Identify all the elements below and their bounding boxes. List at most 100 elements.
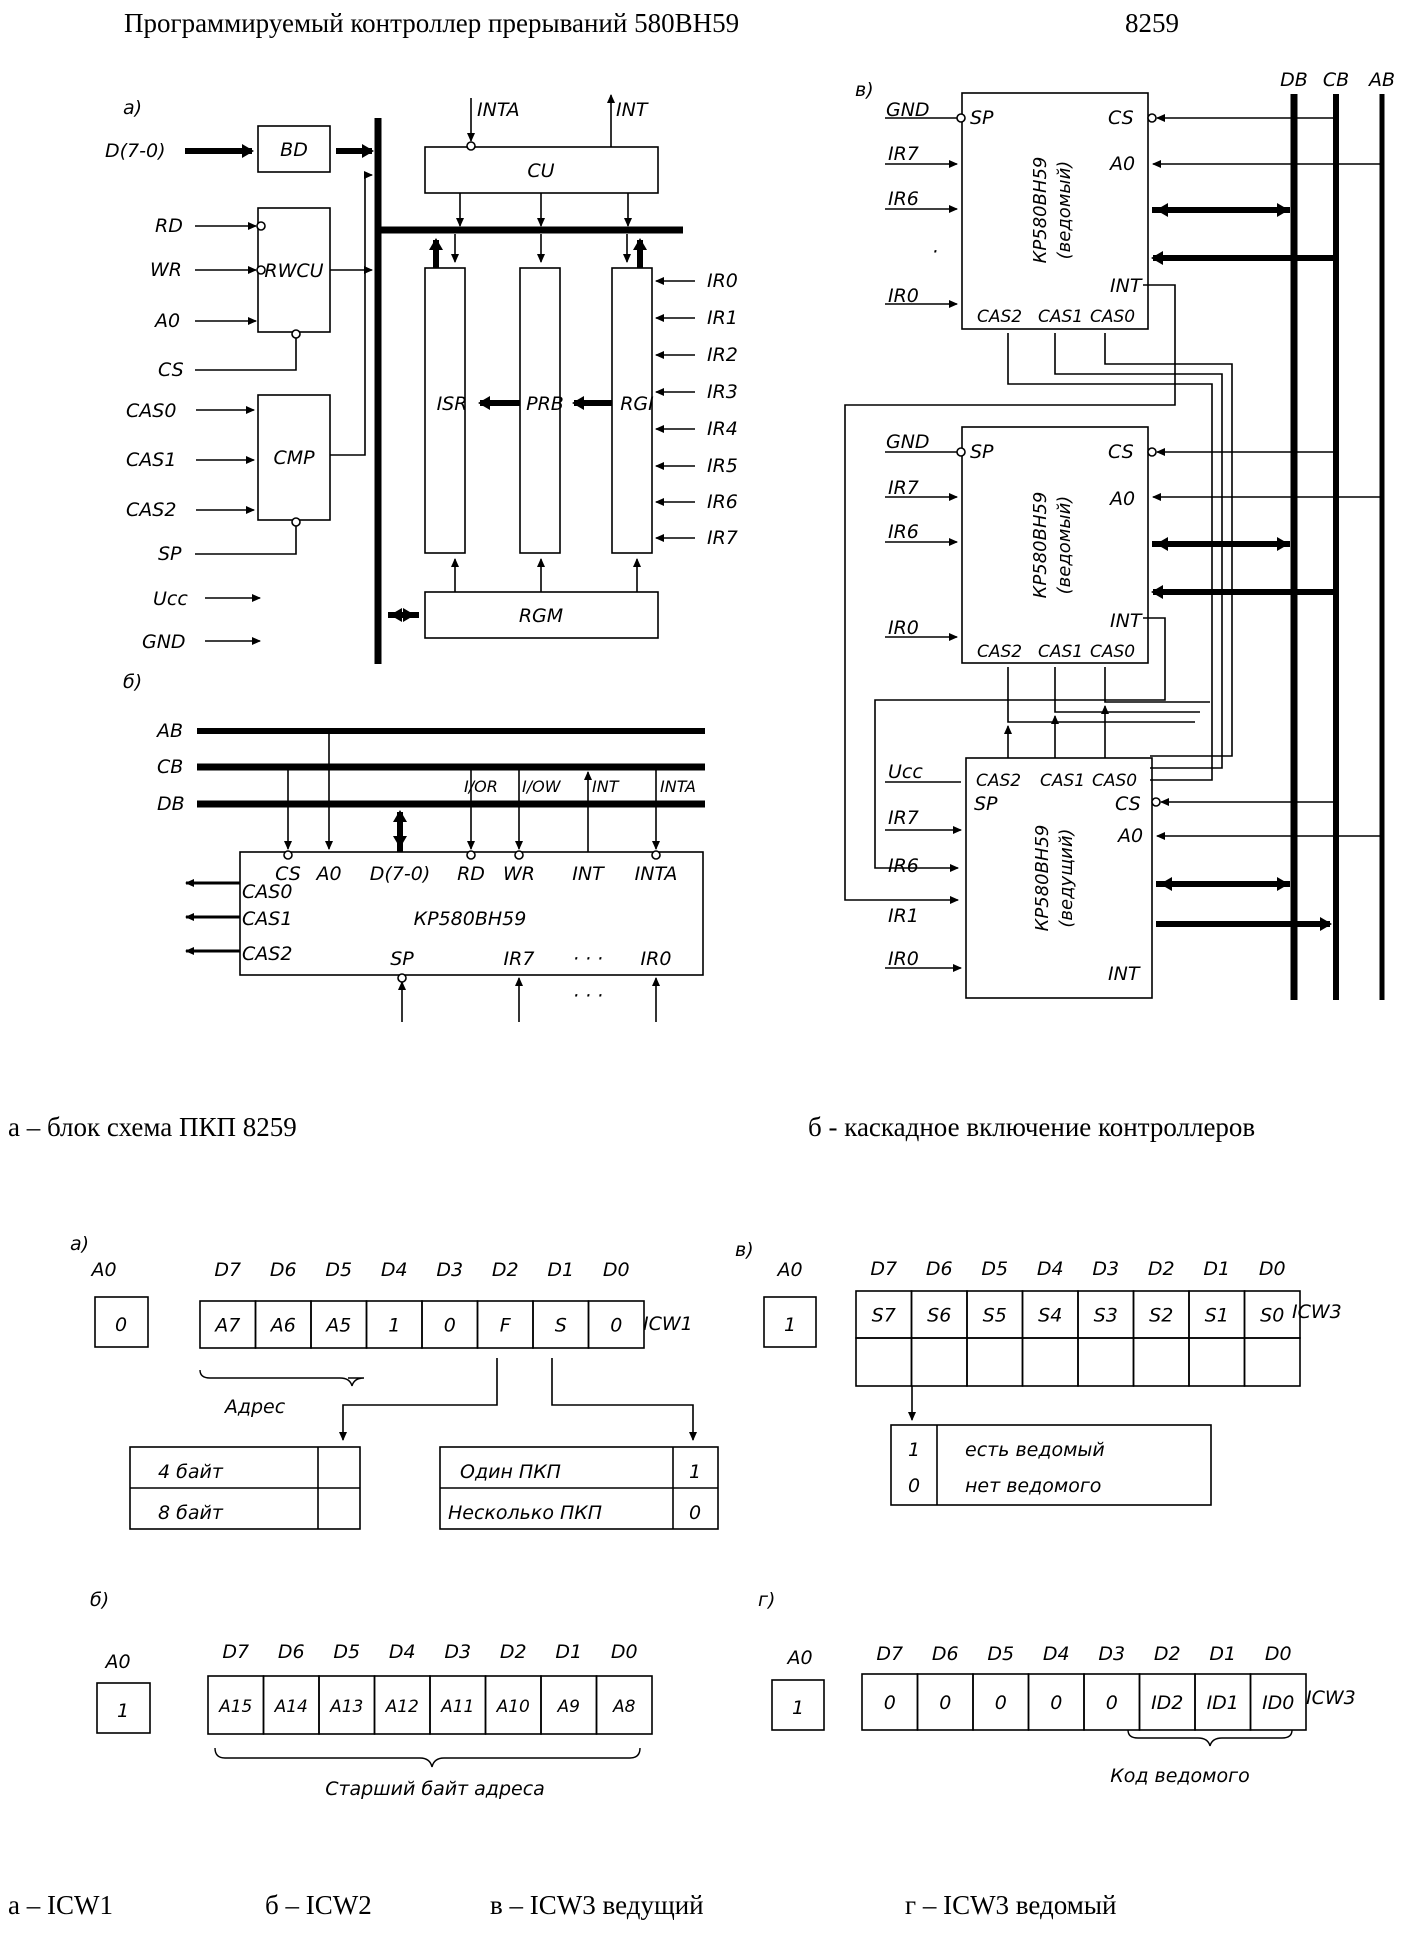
bit-cell-value: ID0 xyxy=(1262,1692,1294,1714)
bit-cell-empty xyxy=(1132,1337,1190,1387)
ir-input: IR0 xyxy=(707,270,738,292)
bit-header: D1 xyxy=(1203,1258,1230,1280)
signal-a0: A0 xyxy=(153,310,180,332)
icw3-master-row2 xyxy=(855,1337,1301,1387)
bit-cell-value: A8 xyxy=(612,1697,636,1717)
icw1-s-value: 0 xyxy=(689,1502,701,1524)
pin-a0: A0 xyxy=(1108,153,1135,175)
block-rgm-label: RGM xyxy=(519,605,563,627)
bit-header: D4 xyxy=(389,1641,416,1663)
bit-cell-empty xyxy=(1077,1337,1135,1387)
bit-cell xyxy=(587,1300,645,1349)
chip-role: (ведомый) xyxy=(1054,496,1075,595)
pin-ir6: IR6 xyxy=(888,855,919,877)
icw1-a0-box xyxy=(94,1296,149,1348)
icw3-master-name: ICW3 xyxy=(1292,1301,1342,1323)
bit-header: D3 xyxy=(444,1641,471,1663)
block-rgi-label: RGI xyxy=(620,393,654,415)
bit-header: D7 xyxy=(870,1258,897,1280)
bus-signal-int: INT xyxy=(592,777,620,796)
bit-header: D6 xyxy=(270,1259,297,1281)
icw3-master-a0-box xyxy=(763,1296,817,1348)
bus-db-label: DB xyxy=(1280,69,1308,91)
bit-cell-value: F xyxy=(500,1315,512,1337)
icw3-master-label: в) xyxy=(735,1239,754,1261)
signal-cas0: CAS0 xyxy=(126,400,176,422)
icw2-label: б) xyxy=(90,1589,109,1611)
pin-ir7: IR7 xyxy=(888,807,919,829)
ir-input: IR4 xyxy=(707,418,738,440)
chip-name: КР580ВН59 xyxy=(1030,157,1051,264)
icw2-a0-box xyxy=(96,1682,151,1734)
block-rgi xyxy=(611,267,653,554)
bit-header: D1 xyxy=(1209,1643,1236,1665)
pin-gnd: GND xyxy=(886,431,930,453)
bit-cell-empty xyxy=(855,1337,913,1387)
bit-cell-value: ID2 xyxy=(1151,1692,1183,1714)
pin-ir1: IR1 xyxy=(888,905,919,927)
pin-cas2: CAS2 xyxy=(976,771,1021,791)
block-prb-label: PRB xyxy=(526,393,564,415)
pin-sp: SP xyxy=(974,793,998,815)
block-bd-label: BD xyxy=(280,139,308,161)
block-diagram-label: а) xyxy=(123,97,142,119)
signal-inta: INTA xyxy=(477,99,520,121)
pin-cas1: CAS1 xyxy=(1038,642,1083,662)
pin-wr: WR xyxy=(503,863,535,885)
pin-cas0: CAS0 xyxy=(1090,307,1135,327)
pin-ir6: IR6 xyxy=(888,521,919,543)
icw3-master-legend xyxy=(890,1424,1212,1506)
signal-int: INT xyxy=(616,99,649,121)
pin-int: INT xyxy=(1110,275,1143,297)
block-rwcu-label: RWCU xyxy=(264,260,323,282)
pin-cas2: CAS2 xyxy=(242,943,292,965)
bus-cb-label: CB xyxy=(157,756,183,778)
bit-header: D6 xyxy=(932,1643,959,1665)
cascade-diagram: в) DB CB AB GND SP CS A0 INT IR7 IR6 xyxy=(844,69,1395,1000)
icw1-label: а) xyxy=(70,1233,89,1255)
bit-header: D2 xyxy=(500,1641,527,1663)
bus-ab-label: AB xyxy=(155,720,183,742)
block-cmp-label: CMP xyxy=(273,447,315,469)
bit-cell-value: S6 xyxy=(927,1305,951,1327)
bit-cell-value: 0 xyxy=(444,1315,456,1337)
block-cu-label: CU xyxy=(527,160,554,182)
bit-header: D2 xyxy=(492,1259,519,1281)
bit-cell-value: A6 xyxy=(269,1315,296,1337)
caption-block-diagram: а – блок схема ПКП 8259 xyxy=(8,1112,297,1142)
bit-cell-value: S5 xyxy=(983,1305,1007,1327)
icw1-s-value: 1 xyxy=(689,1461,701,1483)
bit-header: D1 xyxy=(555,1641,582,1663)
block-isr-label: ISR xyxy=(437,393,468,415)
block-isr xyxy=(424,267,466,554)
bit-cell-value: 0 xyxy=(610,1315,622,1337)
pin-dots: · · · xyxy=(573,948,603,970)
ir-input: IR7 xyxy=(707,527,738,549)
bit-header: D0 xyxy=(1259,1258,1286,1280)
icw3-master-a0-label: A0 xyxy=(775,1259,802,1281)
pin-sp: SP xyxy=(970,441,994,463)
bit-cell-value: 0 xyxy=(1050,1692,1062,1714)
icw3-slave-a0-label: A0 xyxy=(785,1647,812,1669)
bit-cell-value: S xyxy=(555,1315,567,1337)
icw1-name: ICW1 xyxy=(643,1313,693,1335)
pin-ir7: IR7 xyxy=(504,948,535,970)
slave-chip-1: GND SP CS A0 INT IR7 IR6 · IR0 CAS2 CAS1… xyxy=(844,92,1382,904)
cascade-diagram-label: в) xyxy=(855,79,874,101)
bit-cell-value: S2 xyxy=(1149,1305,1173,1327)
bus-signal-inta: INTA xyxy=(660,777,696,796)
icw1-a0-label: A0 xyxy=(89,1259,116,1281)
bit-header: D2 xyxy=(1148,1258,1175,1280)
connection-diagram-label: б) xyxy=(123,671,142,693)
bit-header: D7 xyxy=(876,1643,903,1665)
bit-cell-empty xyxy=(1021,1337,1079,1387)
bit-cell xyxy=(1249,1673,1307,1731)
icw3-slave-name: ICW3 xyxy=(1306,1687,1356,1709)
legend-text: нет ведомого xyxy=(965,1475,1101,1497)
icw3-slave-brace xyxy=(1127,1729,1293,1747)
